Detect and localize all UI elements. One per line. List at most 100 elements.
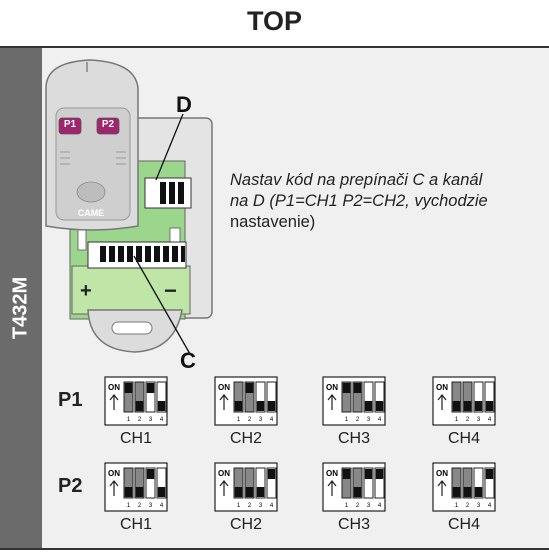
dip-number: 2 bbox=[356, 417, 360, 423]
diagram-title: TOP bbox=[246, 6, 302, 36]
dip-toggle-4 bbox=[484, 381, 495, 413]
dip-toggle-1 bbox=[233, 467, 244, 499]
model-side-tab: T432M bbox=[0, 48, 42, 548]
dip-knob-off bbox=[267, 401, 276, 411]
dip-toggle-3 bbox=[473, 467, 484, 499]
channel-label: CH3 bbox=[337, 430, 370, 447]
dip-number: 4 bbox=[160, 503, 164, 509]
leader-line-d bbox=[155, 113, 184, 181]
dip-knob-on bbox=[375, 469, 384, 479]
dip-number: 1 bbox=[237, 503, 241, 509]
remote-button-p1-label: P1 bbox=[63, 119, 77, 130]
dip-toggle-4 bbox=[156, 467, 167, 499]
dip-knob-off bbox=[375, 401, 384, 411]
dip-knob-on bbox=[364, 469, 373, 479]
dip-toggle-2 bbox=[244, 381, 255, 413]
up-arrow-icon bbox=[109, 480, 119, 496]
channel-label: CH4 bbox=[447, 430, 480, 447]
dip-number: 4 bbox=[160, 417, 164, 423]
dip-toggle-2 bbox=[244, 467, 255, 499]
dip-knob-on bbox=[146, 469, 155, 479]
dip-toggle-4 bbox=[266, 381, 277, 413]
channel-label: CH2 bbox=[229, 430, 262, 447]
dip-number: 3 bbox=[259, 503, 263, 509]
remote-button-p2 bbox=[96, 117, 120, 135]
dip-number: 1 bbox=[455, 503, 459, 509]
label-c: C bbox=[180, 348, 196, 373]
dip-knob-off bbox=[157, 487, 166, 497]
remote-button-p1 bbox=[58, 117, 82, 135]
dip-number: 3 bbox=[259, 417, 263, 423]
dip-toggle-1 bbox=[123, 381, 134, 413]
dip-number: 1 bbox=[237, 417, 241, 423]
dip-on-label: ON bbox=[436, 469, 448, 478]
dip-number: 4 bbox=[378, 503, 382, 509]
dip-knob-off bbox=[234, 487, 243, 497]
dip-on-label: ON bbox=[326, 383, 338, 392]
up-arrow-icon bbox=[327, 394, 337, 410]
dip-toggle-3 bbox=[363, 381, 374, 413]
dip-knob-on bbox=[245, 383, 254, 393]
dip-knob-on bbox=[342, 383, 351, 393]
channel-label: CH2 bbox=[229, 516, 262, 533]
dip-d-toggle bbox=[169, 182, 175, 204]
dip-toggle-4 bbox=[374, 467, 385, 499]
dip-knob-off bbox=[353, 487, 362, 497]
dip-toggle-3 bbox=[255, 381, 266, 413]
dip-toggle-1 bbox=[233, 381, 244, 413]
dip-number: 2 bbox=[138, 503, 142, 509]
remote-face bbox=[55, 107, 131, 221]
instruction-line-3: nastavenie) bbox=[230, 213, 316, 231]
remote-grip-lines bbox=[60, 151, 126, 165]
dip-knob-off bbox=[364, 401, 373, 411]
dip-knob-off bbox=[256, 401, 265, 411]
dip-switch-d bbox=[144, 177, 192, 209]
channel-label: CH3 bbox=[337, 516, 370, 533]
dip-toggle-3 bbox=[145, 467, 156, 499]
channel-label: CH4 bbox=[447, 516, 480, 533]
dip-on-label: ON bbox=[218, 383, 230, 392]
dip-toggle-2 bbox=[352, 381, 363, 413]
dip-knob-off bbox=[485, 401, 494, 411]
dip-knob-off bbox=[157, 401, 166, 411]
dip-on-label: ON bbox=[108, 469, 120, 478]
up-arrow-icon bbox=[327, 480, 337, 496]
dip-knob-off bbox=[474, 401, 483, 411]
dip-knob-off bbox=[245, 487, 254, 497]
dip-toggle-2 bbox=[462, 467, 473, 499]
up-arrow-icon bbox=[219, 480, 229, 496]
up-arrow-icon bbox=[219, 394, 229, 410]
dip-number: 1 bbox=[455, 417, 459, 423]
dip-toggle-4 bbox=[266, 467, 277, 499]
dip-number: 1 bbox=[127, 503, 131, 509]
dip-knob-off bbox=[463, 487, 472, 497]
dip-c-toggles bbox=[100, 246, 185, 262]
dip-number: 4 bbox=[270, 417, 274, 423]
dip-knob-off bbox=[135, 401, 144, 411]
dip-number: 3 bbox=[477, 503, 481, 509]
dip-toggle-1 bbox=[123, 467, 134, 499]
dip-number: 3 bbox=[149, 417, 153, 423]
instruction-panel: T432M bbox=[0, 46, 549, 550]
up-arrow-icon bbox=[437, 394, 447, 410]
battery bbox=[71, 265, 191, 315]
dip-on-label: ON bbox=[218, 469, 230, 478]
dip-knob-on bbox=[353, 383, 362, 393]
remote-button-p2-label: P2 bbox=[101, 119, 115, 130]
dip-toggle-4 bbox=[484, 467, 495, 499]
dip-knob-off bbox=[135, 487, 144, 497]
dip-toggle-1 bbox=[341, 467, 352, 499]
dip-number: 4 bbox=[378, 417, 382, 423]
dip-d-toggle bbox=[160, 182, 166, 204]
dip-d-toggle bbox=[178, 182, 184, 204]
dip-number: 1 bbox=[127, 417, 131, 423]
dip-knob-on bbox=[267, 469, 276, 479]
channel-label: CH1 bbox=[119, 516, 152, 533]
up-arrow-icon bbox=[109, 394, 119, 410]
